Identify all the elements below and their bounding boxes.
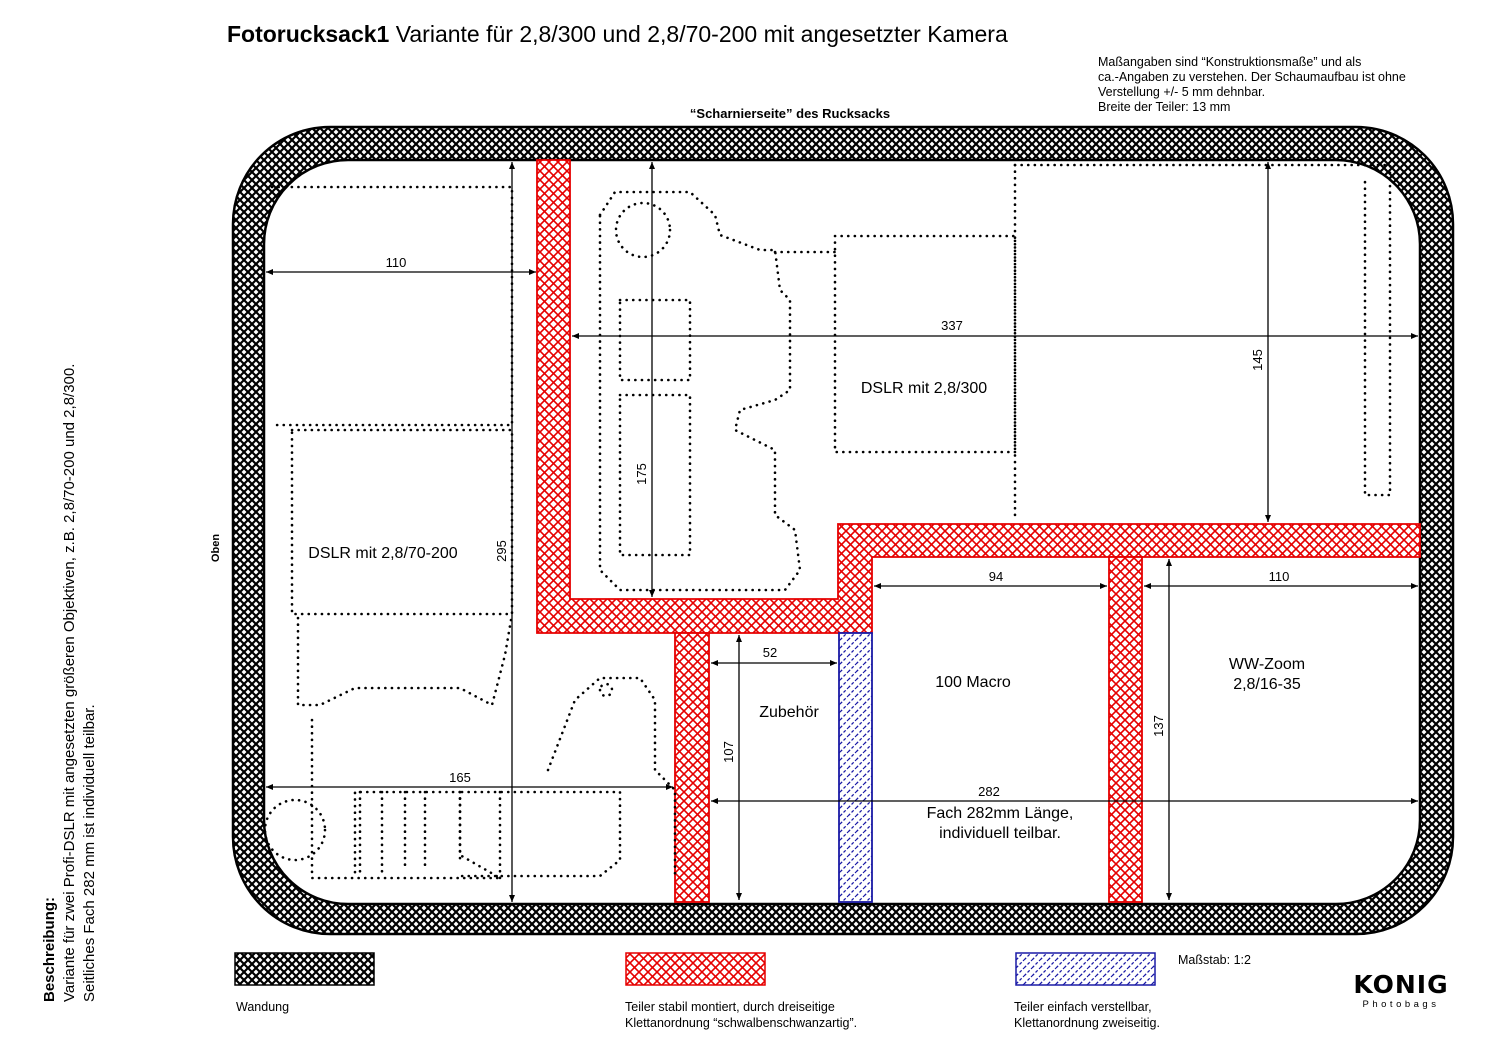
note-line: Breite der Teiler: 13 mm — [1098, 100, 1231, 114]
label-fach-2: individuell teilbar. — [939, 825, 1061, 842]
legend-adjustable-label: Teiler einfach verstellbar, Klettanordnu… — [1014, 999, 1160, 1031]
note-line: ca.-Angaben zu verstehen. Der Schaumaufb… — [1098, 70, 1406, 84]
outline-top-left-lens — [270, 185, 514, 427]
label-dslr-70-200: DSLR mit 2,8/70-200 — [308, 545, 458, 562]
outline-dslr-70-200 — [290, 428, 514, 616]
divider-right-vertical — [1108, 556, 1143, 903]
top-side-label: Oben — [210, 534, 222, 562]
outline-mid-lower — [458, 790, 622, 878]
dim-52: 52 — [763, 645, 777, 660]
dim-165: 165 — [449, 770, 471, 785]
outline-camera-bottom — [310, 718, 505, 880]
outline-dslr-300 — [773, 163, 1017, 522]
dim-107: 107 — [721, 741, 736, 763]
dim-110-right: 110 — [1269, 569, 1290, 584]
dim-137: 137 — [1151, 715, 1166, 737]
title-bold: Fotorucksack1 — [227, 21, 390, 47]
legend-fixed-line: Teiler stabil montiert, durch dreiseitig… — [625, 1000, 835, 1014]
title-rest: Variante für 2,8/300 und 2,8/70-200 mit … — [395, 21, 1008, 47]
label-fach-1: Fach 282mm Länge, — [927, 805, 1074, 822]
hinge-label: “Scharnierseite” des Rucksacks — [690, 106, 890, 121]
legend-swatch-adjustable — [1015, 952, 1156, 986]
dim-295: 295 — [494, 540, 509, 562]
label-dslr-300: DSLR mit 2,8/300 — [861, 380, 987, 397]
label-macro: 100 Macro — [935, 674, 1011, 691]
scale-label: Maßstab: 1:2 — [1178, 953, 1251, 967]
logo-name: KONIG — [1353, 970, 1449, 999]
outline-circle-small — [598, 682, 614, 698]
dimension-lines — [266, 162, 1418, 902]
dim-337: 337 — [941, 318, 963, 333]
dim-145: 145 — [1250, 349, 1265, 371]
label-zubehoer: Zubehör — [759, 704, 819, 721]
description-line: Variante für zwei Profi-DSLR mit angeset… — [61, 363, 78, 1002]
outline-camera-body-left — [296, 612, 514, 707]
logo-o-mark — [1386, 982, 1392, 988]
note-line: Verstellung +/- 5 mm dehnbar. — [1098, 85, 1266, 99]
outline-lens-small — [358, 790, 502, 880]
legend-adjustable-line: Klettanordnung zweiseitig. — [1014, 1016, 1160, 1030]
outline-camera-300-top — [598, 190, 802, 592]
dim-175: 175 — [634, 463, 649, 485]
legend-swatch-wall — [234, 952, 375, 986]
legend-swatch-fixed — [625, 952, 766, 986]
outline-right-lens — [1013, 163, 1392, 497]
label-ww-zoom: WW-Zoom — [1229, 656, 1305, 673]
legend-fixed-label: Teiler stabil montiert, durch dreiseitig… — [625, 999, 857, 1031]
divider-l-shape — [536, 159, 1421, 634]
outline-circle-lowerleft — [263, 798, 327, 862]
description-heading: Beschreibung: — [41, 896, 58, 1002]
logo-sub: Photobags — [1362, 999, 1440, 1010]
outline-lens-300-segments — [618, 298, 692, 557]
page-title: Fotorucksack1 Variante für 2,8/300 und 2… — [227, 21, 1008, 48]
divider-accessory-left — [674, 632, 710, 903]
compartment-labels: DSLR mit 2,8/300 DSLR mit 2,8/70-200 Zub… — [308, 380, 1305, 842]
legend-wall-label: Wandung — [236, 1000, 290, 1014]
construction-note: Maßangaben sind “Konstruktionsmaße” und … — [1098, 55, 1406, 115]
wall-outline — [231, 125, 1455, 936]
label-ww-zoom-lens: 2,8/16-35 — [1233, 676, 1301, 693]
description-line: Seitliches Fach 282 mm ist individuell t… — [81, 704, 98, 1002]
legend-adjustable-line: Teiler einfach verstellbar, — [1014, 1000, 1152, 1014]
brand-logo: KONIG Photobags — [1348, 970, 1454, 1010]
dim-94: 94 — [989, 569, 1003, 584]
outline-circle-300 — [614, 201, 672, 259]
legend-fixed-line: Klettanordnung “schwalbenschwanzartig”. — [625, 1016, 858, 1030]
fixed-dividers — [536, 159, 1421, 903]
dim-110-top: 110 — [386, 255, 407, 270]
description: Beschreibung: Variante für zwei Profi-DS… — [40, 364, 100, 1002]
outline-accessory-camera — [546, 676, 677, 880]
dimension-labels: 110 337 145 175 295 94 110 52 107 137 16… — [386, 255, 1290, 799]
note-line: Maßangaben sind “Konstruktionsmaße” und … — [1098, 55, 1362, 69]
divider-adjustable — [838, 632, 873, 903]
dim-282: 282 — [978, 784, 1000, 799]
